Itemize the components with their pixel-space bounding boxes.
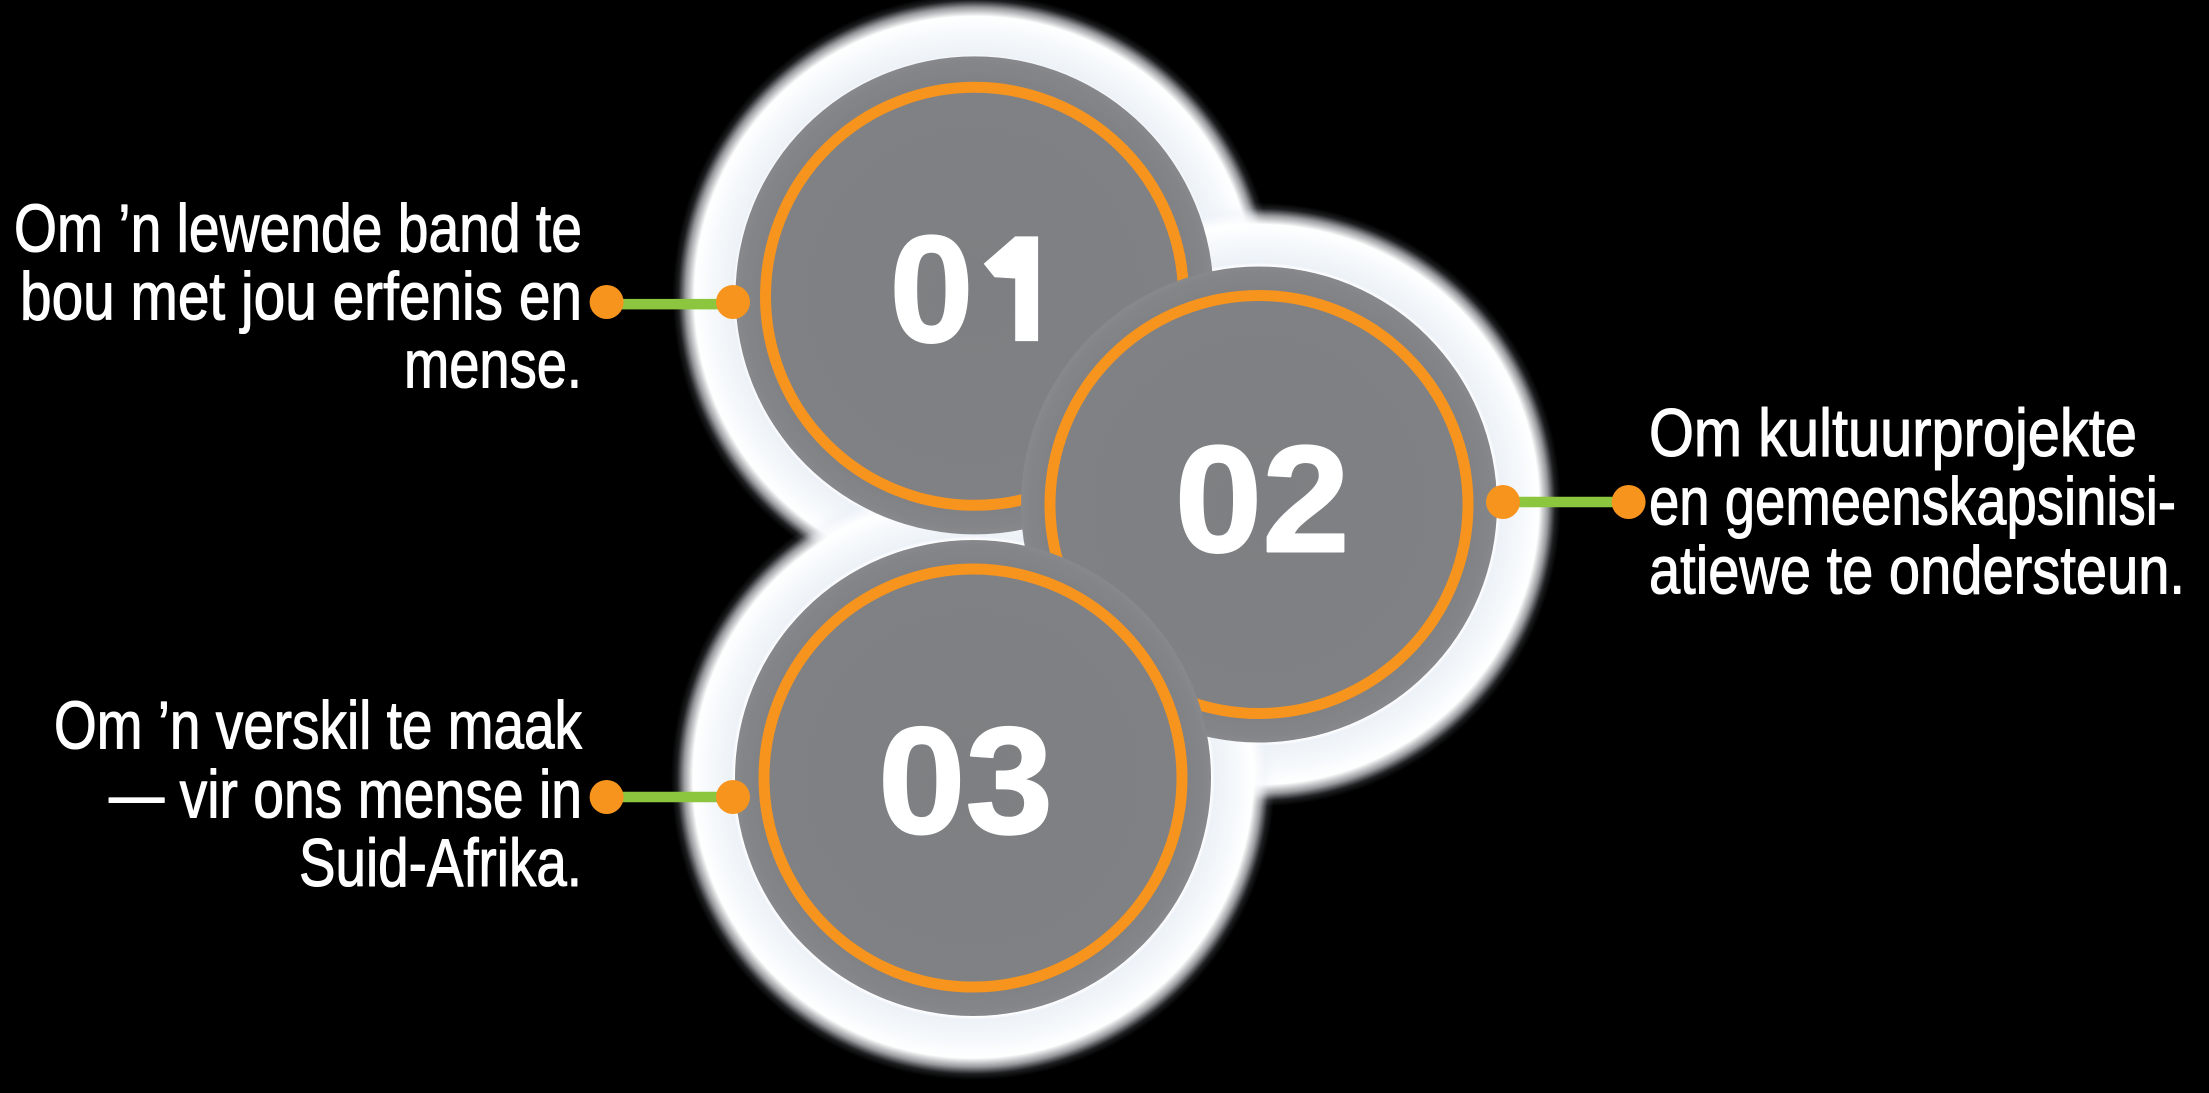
- svg-text:Om ’n lewende band te: Om ’n lewende band te: [14, 191, 582, 267]
- svg-text:0: 0: [890, 205, 974, 375]
- svg-text:Suid-Afrika.: Suid-Afrika.: [299, 825, 582, 901]
- svg-text:mense.: mense.: [404, 327, 582, 403]
- svg-text:02: 02: [1175, 415, 1350, 585]
- svg-text:atiewe te ondersteun.: atiewe te ondersteun.: [1649, 532, 2185, 608]
- svg-text:— vir ons mense in: — vir ons mense in: [109, 756, 582, 832]
- svg-text:03: 03: [878, 696, 1053, 866]
- svg-text:bou met jou erfenis en: bou met jou erfenis en: [20, 259, 582, 335]
- svg-text:en gemeenskapsinisi-: en gemeenskapsinisi-: [1649, 464, 2176, 540]
- svg-text:Om kultuurprojekte: Om kultuurprojekte: [1649, 395, 2137, 471]
- svg-text:Om ’n verskil te maak: Om ’n verskil te maak: [54, 688, 583, 764]
